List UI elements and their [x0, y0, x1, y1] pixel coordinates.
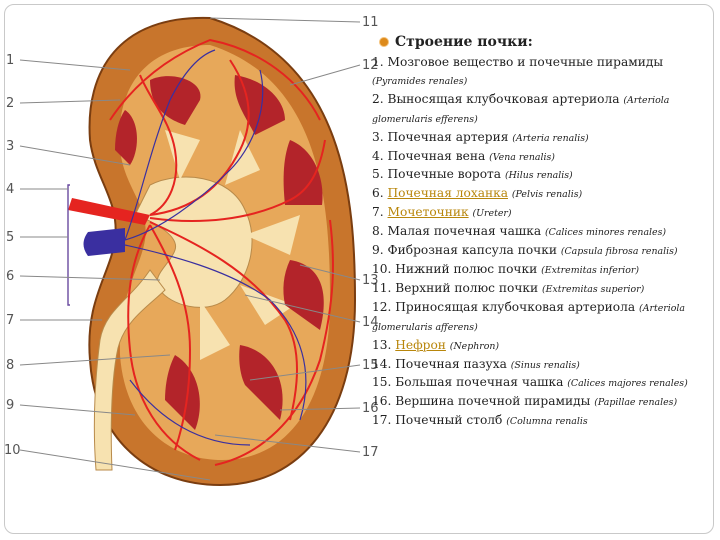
legend-item-latin: (Columna renalis: [506, 416, 587, 427]
legend-item-link[interactable]: Почечная лоханка: [388, 186, 508, 200]
legend-item-number: 6.: [372, 186, 388, 200]
bullet-icon: [380, 38, 388, 46]
legend-item: 4. Почечная вена (Vena renalis): [372, 148, 708, 167]
legend-item: 1. Мозговое вещество и почечные пирамиды…: [372, 54, 708, 91]
legend-item: 6. Почечная лоханка (Pelvis renalis): [372, 185, 708, 204]
legend-item-text: 9. Фиброзная капсула почки: [372, 243, 561, 257]
legend-item-link[interactable]: Нефрон: [395, 338, 446, 352]
legend-item-text: 4. Почечная вена: [372, 149, 489, 163]
legend-item-latin: (Sinus renalis): [511, 360, 580, 371]
legend-item-text: 17. Почечный столб: [372, 413, 506, 427]
legend-item: 10. Нижний полюс почки (Extremitas infer…: [372, 261, 708, 280]
renal-vein: [84, 228, 126, 256]
legend-item-latin: (Calices minores renales): [545, 227, 666, 238]
legend-item-link[interactable]: Мочеточник: [388, 205, 469, 219]
legend-item-text: 11. Верхний полюс почки: [372, 281, 542, 295]
legend-item: 16. Вершина почечной пирамиды (Papillae …: [372, 393, 708, 412]
legend-item-text: 8. Малая почечная чашка: [372, 224, 545, 238]
legend-item: 14. Почечная пазуха (Sinus renalis): [372, 356, 708, 375]
legend-list: 1. Мозговое вещество и почечные пирамиды…: [372, 54, 708, 431]
callout-number-10: 10: [4, 443, 21, 458]
callout-number-5: 5: [6, 230, 14, 245]
legend-item-number: 13.: [372, 338, 395, 352]
legend-item-latin: (Pelvis renalis): [512, 189, 582, 200]
legend-item-text: 14. Почечная пазуха: [372, 357, 511, 371]
callout-number-17: 17: [362, 445, 379, 460]
legend-item-latin: (Nephron): [450, 341, 499, 352]
legend-item-latin: (Hilus renalis): [505, 170, 573, 181]
legend-item: 13. Нефрон (Nephron): [372, 337, 708, 356]
legend-item-latin: (Ureter): [472, 208, 511, 219]
legend-item-text: 16. Вершина почечной пирамиды: [372, 394, 594, 408]
legend-item-text: 5. Почечные ворота: [372, 167, 505, 181]
legend-item-latin: (Extremitas superior): [542, 284, 644, 295]
legend-item: 17. Почечный столб (Columna renalis: [372, 412, 708, 431]
slide-title: Строение почки:: [395, 34, 533, 50]
legend-item: 5. Почечные ворота (Hilus renalis): [372, 166, 708, 185]
legend-item-text: 10. Нижний полюс почки: [372, 262, 541, 276]
legend-item: 2. Выносящая клубочковая артериола (Arte…: [372, 91, 708, 129]
callout-number-6: 6: [6, 269, 14, 284]
legend-item-latin: (Capsula fibrosa renalis): [561, 246, 678, 257]
legend-panel: Строение почки: 1. Мозговое вещество и п…: [372, 34, 708, 431]
legend-item: 7. Мочеточник (Ureter): [372, 204, 708, 223]
callout-number-7: 7: [6, 313, 14, 328]
legend-item-text: 1. Мозговое вещество и почечные пирамиды: [372, 55, 663, 69]
legend-item: 12. Приносящая клубочковая артериола (Ar…: [372, 299, 708, 337]
legend-item: 9. Фиброзная капсула почки (Capsula fibr…: [372, 242, 708, 261]
legend-item: 11. Верхний полюс почки (Extremitas supe…: [372, 280, 708, 299]
callout-number-2: 2: [6, 96, 14, 111]
legend-item: 15. Большая почечная чашка (Calices majo…: [372, 374, 708, 393]
callout-number-4: 4: [6, 182, 14, 197]
hilum-bracket: [68, 185, 70, 305]
callout-number-3: 3: [6, 139, 14, 154]
callout-number-9: 9: [6, 398, 14, 413]
legend-item-text: 15. Большая почечная чашка: [372, 375, 567, 389]
callout-number-1: 1: [6, 53, 14, 68]
callout-number-11: 11: [362, 15, 379, 30]
legend-item: 8. Малая почечная чашка (Calices minores…: [372, 223, 708, 242]
legend-item-latin: (Vena renalis): [489, 152, 555, 163]
legend-item-text: 2. Выносящая клубочковая артериола: [372, 92, 623, 106]
legend-item: 3. Почечная артерия (Arteria renalis): [372, 129, 708, 148]
callout-number-8: 8: [6, 358, 14, 373]
legend-item-text: 12. Приносящая клубочковая артериола: [372, 300, 639, 314]
legend-item-latin: (Papillae renales): [594, 397, 677, 408]
legend-item-number: 7.: [372, 205, 388, 219]
legend-item-latin: (Extremitas inferior): [541, 265, 639, 276]
title-row: Строение почки:: [372, 34, 708, 50]
legend-item-latin: (Calices majores renales): [567, 378, 688, 389]
legend-item-latin: (Arteria renalis): [512, 133, 588, 144]
legend-item-text: 3. Почечная артерия: [372, 130, 512, 144]
legend-item-latin: (Pyramides renales): [372, 76, 467, 87]
